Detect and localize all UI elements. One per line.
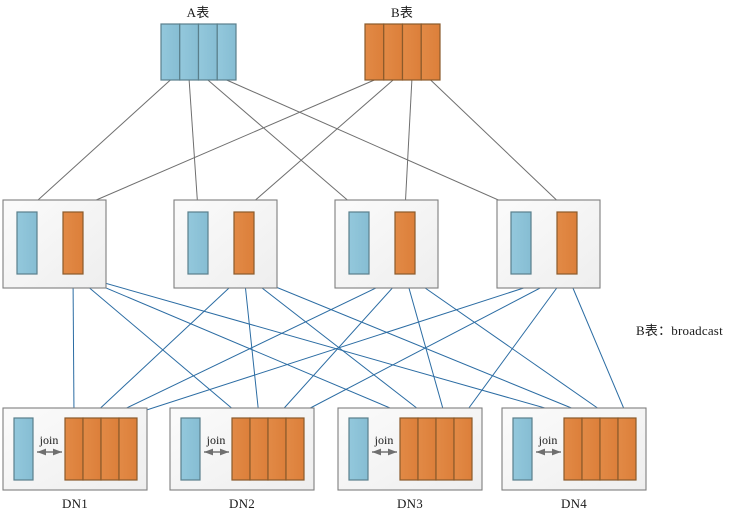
edge-broadcast (91, 273, 245, 417)
middle-node-2 (173, 199, 278, 289)
join-label: join (206, 433, 226, 447)
middle-node-blue-shard (510, 211, 532, 275)
middle-node-orange-shard (394, 211, 416, 275)
datanode-orange-segment (617, 417, 637, 481)
datanode-orange-segment (100, 417, 120, 481)
datanode-dn3 (337, 407, 483, 491)
edge-broadcast (276, 273, 406, 417)
table-segment (364, 23, 385, 81)
datanode-label: DN1 (62, 496, 88, 511)
middle-node-orange-shard (556, 211, 578, 275)
middle-node-blue-shard (16, 211, 38, 275)
edge-broadcast (72, 273, 242, 417)
datanode-orange-segment (231, 417, 251, 481)
edge-broadcast (72, 273, 574, 417)
datanode-blue-shard (180, 417, 201, 481)
datanode-dn4 (501, 407, 647, 491)
top-table-a (160, 23, 237, 81)
edge-broadcast (243, 273, 262, 417)
edge-a-to-middle (226, 79, 522, 211)
table-a-label: A表 (186, 5, 210, 20)
edge-a-to-middle (207, 79, 360, 211)
datanode-orange-segment (118, 417, 138, 481)
datanode-label: DN2 (229, 496, 255, 511)
middle-node-orange-shard (233, 211, 255, 275)
table-segment (420, 23, 441, 81)
datanode-orange-segment (267, 417, 287, 481)
edges-middle-to-datanodes (70, 273, 628, 417)
table-segment (160, 23, 181, 81)
edge-b-to-middle (72, 79, 375, 211)
datanode-orange-segment (417, 417, 437, 481)
middle-node-1 (2, 199, 107, 289)
edge-broadcast (404, 273, 610, 417)
shapes-group (2, 23, 647, 491)
edge-a-to-middle (26, 79, 171, 211)
edge-broadcast (72, 273, 410, 417)
table-segment (383, 23, 404, 81)
edge-broadcast (404, 273, 446, 417)
datanode-orange-segment (249, 417, 269, 481)
datanode-blue-shard (348, 417, 369, 481)
middle-node-orange-shard (62, 211, 84, 275)
table-segment (401, 23, 422, 81)
edge-broadcast (566, 273, 628, 417)
datanode-label: DN3 (397, 496, 423, 511)
datanode-orange-segment (82, 417, 102, 481)
datanode-blue-shard (512, 417, 533, 481)
edge-broadcast (70, 273, 77, 417)
datanode-dn1 (2, 407, 148, 491)
datanode-orange-segment (453, 417, 473, 481)
edge-broadcast (243, 273, 428, 417)
table-segment (179, 23, 200, 81)
datanode-orange-segment (581, 417, 601, 481)
datanode-orange-segment (399, 417, 419, 481)
edge-broadcast (462, 273, 568, 417)
datanode-orange-segment (64, 417, 84, 481)
edge-b-to-middle (402, 79, 413, 211)
edge-b-to-middle (243, 79, 394, 211)
edge-broadcast (243, 273, 592, 417)
middle-node-4 (496, 199, 601, 289)
middle-node-blue-shard (348, 211, 370, 275)
broadcast-note: B表：broadcast (636, 323, 723, 338)
datanode-blue-shard (13, 417, 34, 481)
edge-broadcast (127, 273, 568, 417)
table-segment (216, 23, 237, 81)
table-b-label: B表 (390, 5, 414, 20)
join-label: join (39, 433, 59, 447)
datanode-orange-segment (563, 417, 583, 481)
table-segment (197, 23, 218, 81)
datanode-label: DN4 (561, 496, 587, 511)
join-label: join (538, 433, 558, 447)
join-label: join (374, 433, 394, 447)
datanode-orange-segment (435, 417, 455, 481)
middle-node-blue-shard (187, 211, 209, 275)
middle-node-3 (334, 199, 439, 289)
datanode-dn2 (169, 407, 315, 491)
edge-a-to-middle (188, 79, 201, 211)
top-table-b (364, 23, 441, 81)
datanode-orange-segment (599, 417, 619, 481)
datanode-orange-segment (285, 417, 305, 481)
edges-top-to-middle (26, 79, 568, 211)
edge-b-to-middle (430, 79, 568, 211)
edge-broadcast (294, 273, 568, 417)
edge-broadcast (109, 273, 406, 417)
